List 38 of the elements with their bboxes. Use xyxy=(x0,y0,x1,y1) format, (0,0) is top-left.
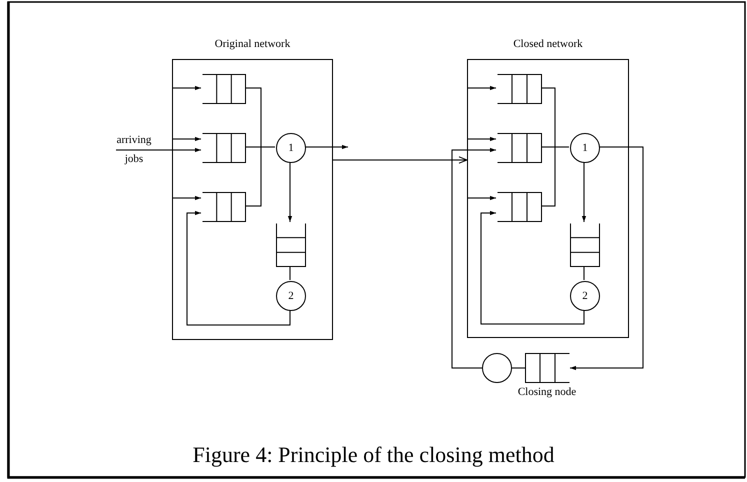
network-title: Closed network xyxy=(512,38,584,50)
queue-symbol xyxy=(570,223,600,267)
arrow xyxy=(172,196,202,200)
server-number: 1 xyxy=(582,142,588,154)
server-number: 2 xyxy=(582,290,588,302)
arrow xyxy=(466,196,496,200)
arrow xyxy=(570,146,644,370)
arrow xyxy=(582,162,586,222)
arrow xyxy=(116,148,202,152)
queue-symbol xyxy=(202,74,246,104)
queue-symbol xyxy=(202,192,246,222)
server-circle xyxy=(570,133,600,163)
arrow xyxy=(452,148,496,368)
figure-caption: Figure 4: Principle of the closing method xyxy=(192,442,556,468)
note-label: Closing node xyxy=(516,386,578,398)
server-circle xyxy=(276,133,306,163)
arrow xyxy=(480,210,584,324)
server-circle xyxy=(482,353,512,383)
arrow xyxy=(172,136,202,142)
arrow xyxy=(332,156,468,164)
arrow xyxy=(466,86,496,90)
queue-symbol xyxy=(497,74,542,104)
server-number: 1 xyxy=(288,142,294,154)
edge-label: arriving jobs xyxy=(116,133,152,167)
server-number: 2 xyxy=(288,290,294,302)
queue-symbol xyxy=(202,133,246,163)
queue-symbol xyxy=(497,192,542,222)
queue-symbol xyxy=(497,133,542,163)
server-circle xyxy=(570,281,600,311)
arrow xyxy=(186,210,290,326)
queue-symbol xyxy=(525,353,570,383)
server-circle xyxy=(276,281,306,311)
arrow xyxy=(466,136,496,142)
arrow xyxy=(288,162,292,222)
arrow xyxy=(304,144,348,150)
network-title: Original network xyxy=(214,38,292,50)
arrow xyxy=(172,86,202,90)
queue-symbol xyxy=(276,223,306,267)
